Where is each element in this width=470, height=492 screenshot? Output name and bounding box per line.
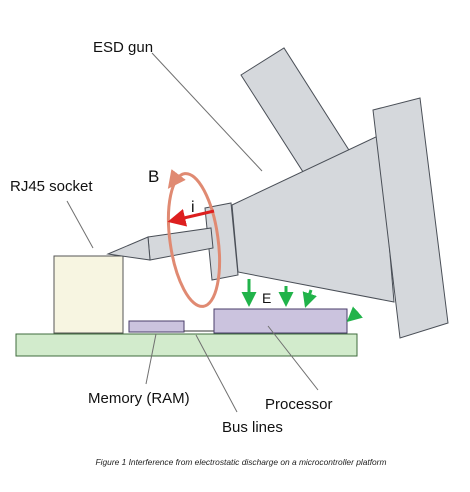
esd-gun-tip	[106, 236, 151, 261]
esd-gun-head	[372, 97, 449, 339]
memory-leader	[145, 333, 157, 385]
processor-leader	[267, 325, 319, 391]
processor-chip	[213, 308, 348, 334]
figure-caption: Figure 1 Interference from electrostatic…	[96, 457, 387, 467]
esd-gun-label: ESD gun	[93, 39, 153, 56]
electric-field-arrows	[241, 279, 363, 322]
bus-lines-leader	[195, 334, 238, 413]
rj45-socket-label: RJ45 socket	[10, 178, 93, 195]
current-arrow	[167, 208, 215, 227]
bus-lines-label: Bus lines	[222, 419, 283, 436]
memory-label: Memory (RAM)	[88, 390, 190, 407]
magnetic-field-loop	[166, 169, 222, 308]
processor-label: Processor	[265, 396, 333, 413]
esd-gun-collar	[204, 202, 239, 281]
electric-field-label: E	[262, 290, 271, 306]
current-label: i	[191, 199, 195, 216]
rj45-socket-leader	[66, 200, 94, 249]
rj45-socket-body	[53, 255, 124, 334]
pcb-board	[15, 333, 358, 357]
magnetic-field-label: B	[148, 167, 159, 186]
esd-gun	[106, 47, 449, 339]
memory-chip	[128, 320, 185, 333]
esd-gun-leader	[151, 52, 263, 172]
esd-gun-rod	[147, 227, 214, 261]
